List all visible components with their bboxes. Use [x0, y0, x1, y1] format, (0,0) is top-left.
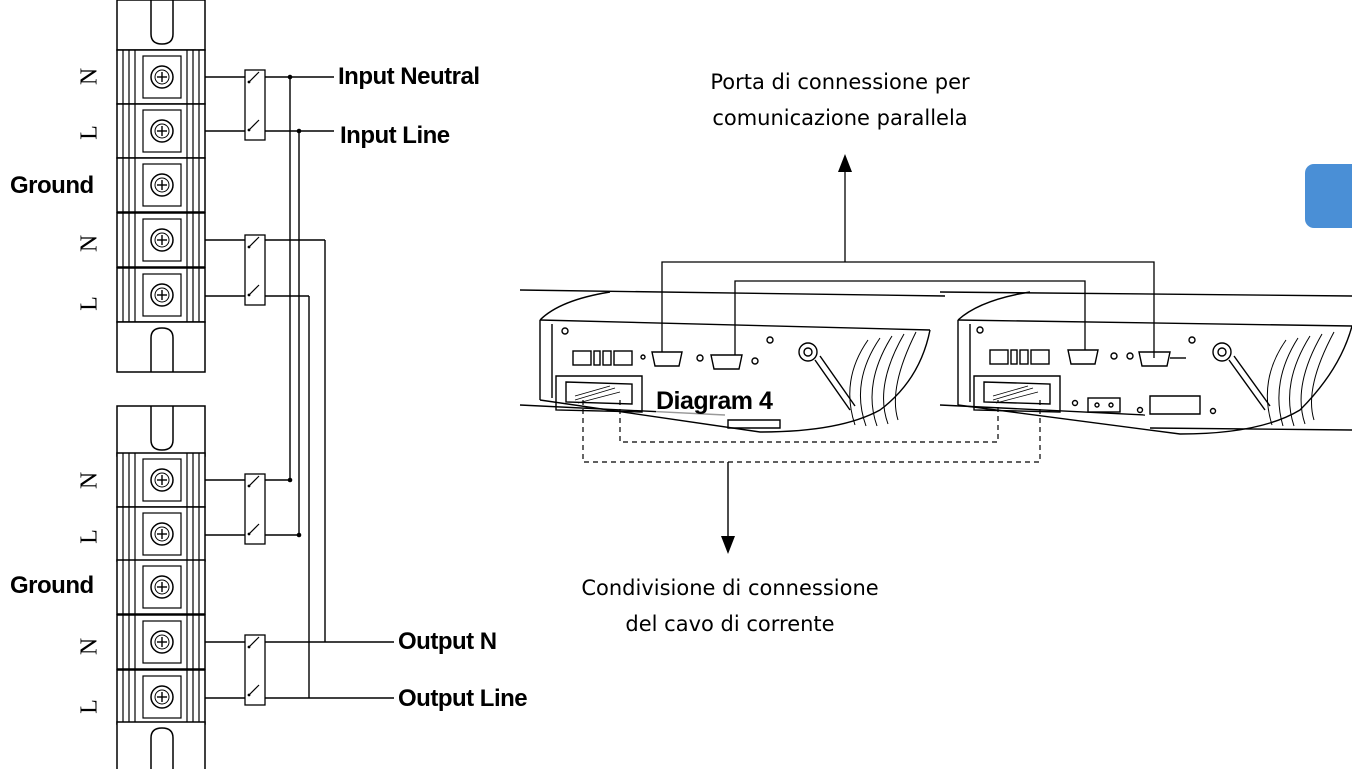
output-neutral-label: Output N — [398, 628, 497, 655]
input-line-label: Input Line — [340, 122, 450, 149]
terminal-label-top-n1: N — [76, 67, 103, 86]
terminal-label-bottom-l1: L — [76, 529, 103, 544]
parallel-port-caption-line1: Porta di connessione per — [710, 70, 970, 94]
terminal-label-bottom-n1: N — [76, 471, 103, 490]
output-line-label: Output Line — [398, 685, 528, 712]
input-neutral-label: Input Neutral — [338, 63, 480, 90]
breakers — [244, 69, 266, 706]
top-terminal-block — [116, 0, 206, 373]
terminal-label-top-l1: L — [76, 125, 103, 140]
terminal-label-top-ground: Ground — [10, 172, 94, 199]
parallel-comm-cable — [661, 170, 1155, 358]
terminal-label-bottom-l2: L — [76, 699, 103, 714]
arrow-up-icon — [838, 154, 852, 172]
parallel-port-caption-line2: comunicazione parallela — [712, 106, 968, 130]
terminal-label-top-n2: N — [76, 234, 103, 253]
parallel-port-caption: Porta di connessione per comunicazione p… — [640, 64, 1040, 136]
terminal-label-top-l2: L — [76, 296, 103, 311]
arrow-down-icon — [721, 536, 735, 554]
power-share-caption: Condivisione di connessione del cavo di … — [525, 570, 935, 642]
terminal-label-bottom-ground: Ground — [10, 572, 94, 599]
power-share-caption-line2: del cavo di corrente — [625, 612, 835, 636]
wire-junctions — [287, 74, 302, 538]
terminal-label-bottom-n2: N — [76, 637, 103, 656]
bottom-terminal-block — [116, 405, 206, 769]
diagram-title: Diagram 4 — [656, 387, 773, 416]
side-tab-badge[interactable] — [1305, 164, 1352, 228]
wiring — [205, 76, 394, 699]
power-share-cable — [582, 400, 1041, 463]
power-share-caption-line1: Condivisione di connessione — [581, 576, 879, 600]
ups-unit-right — [939, 291, 1352, 435]
